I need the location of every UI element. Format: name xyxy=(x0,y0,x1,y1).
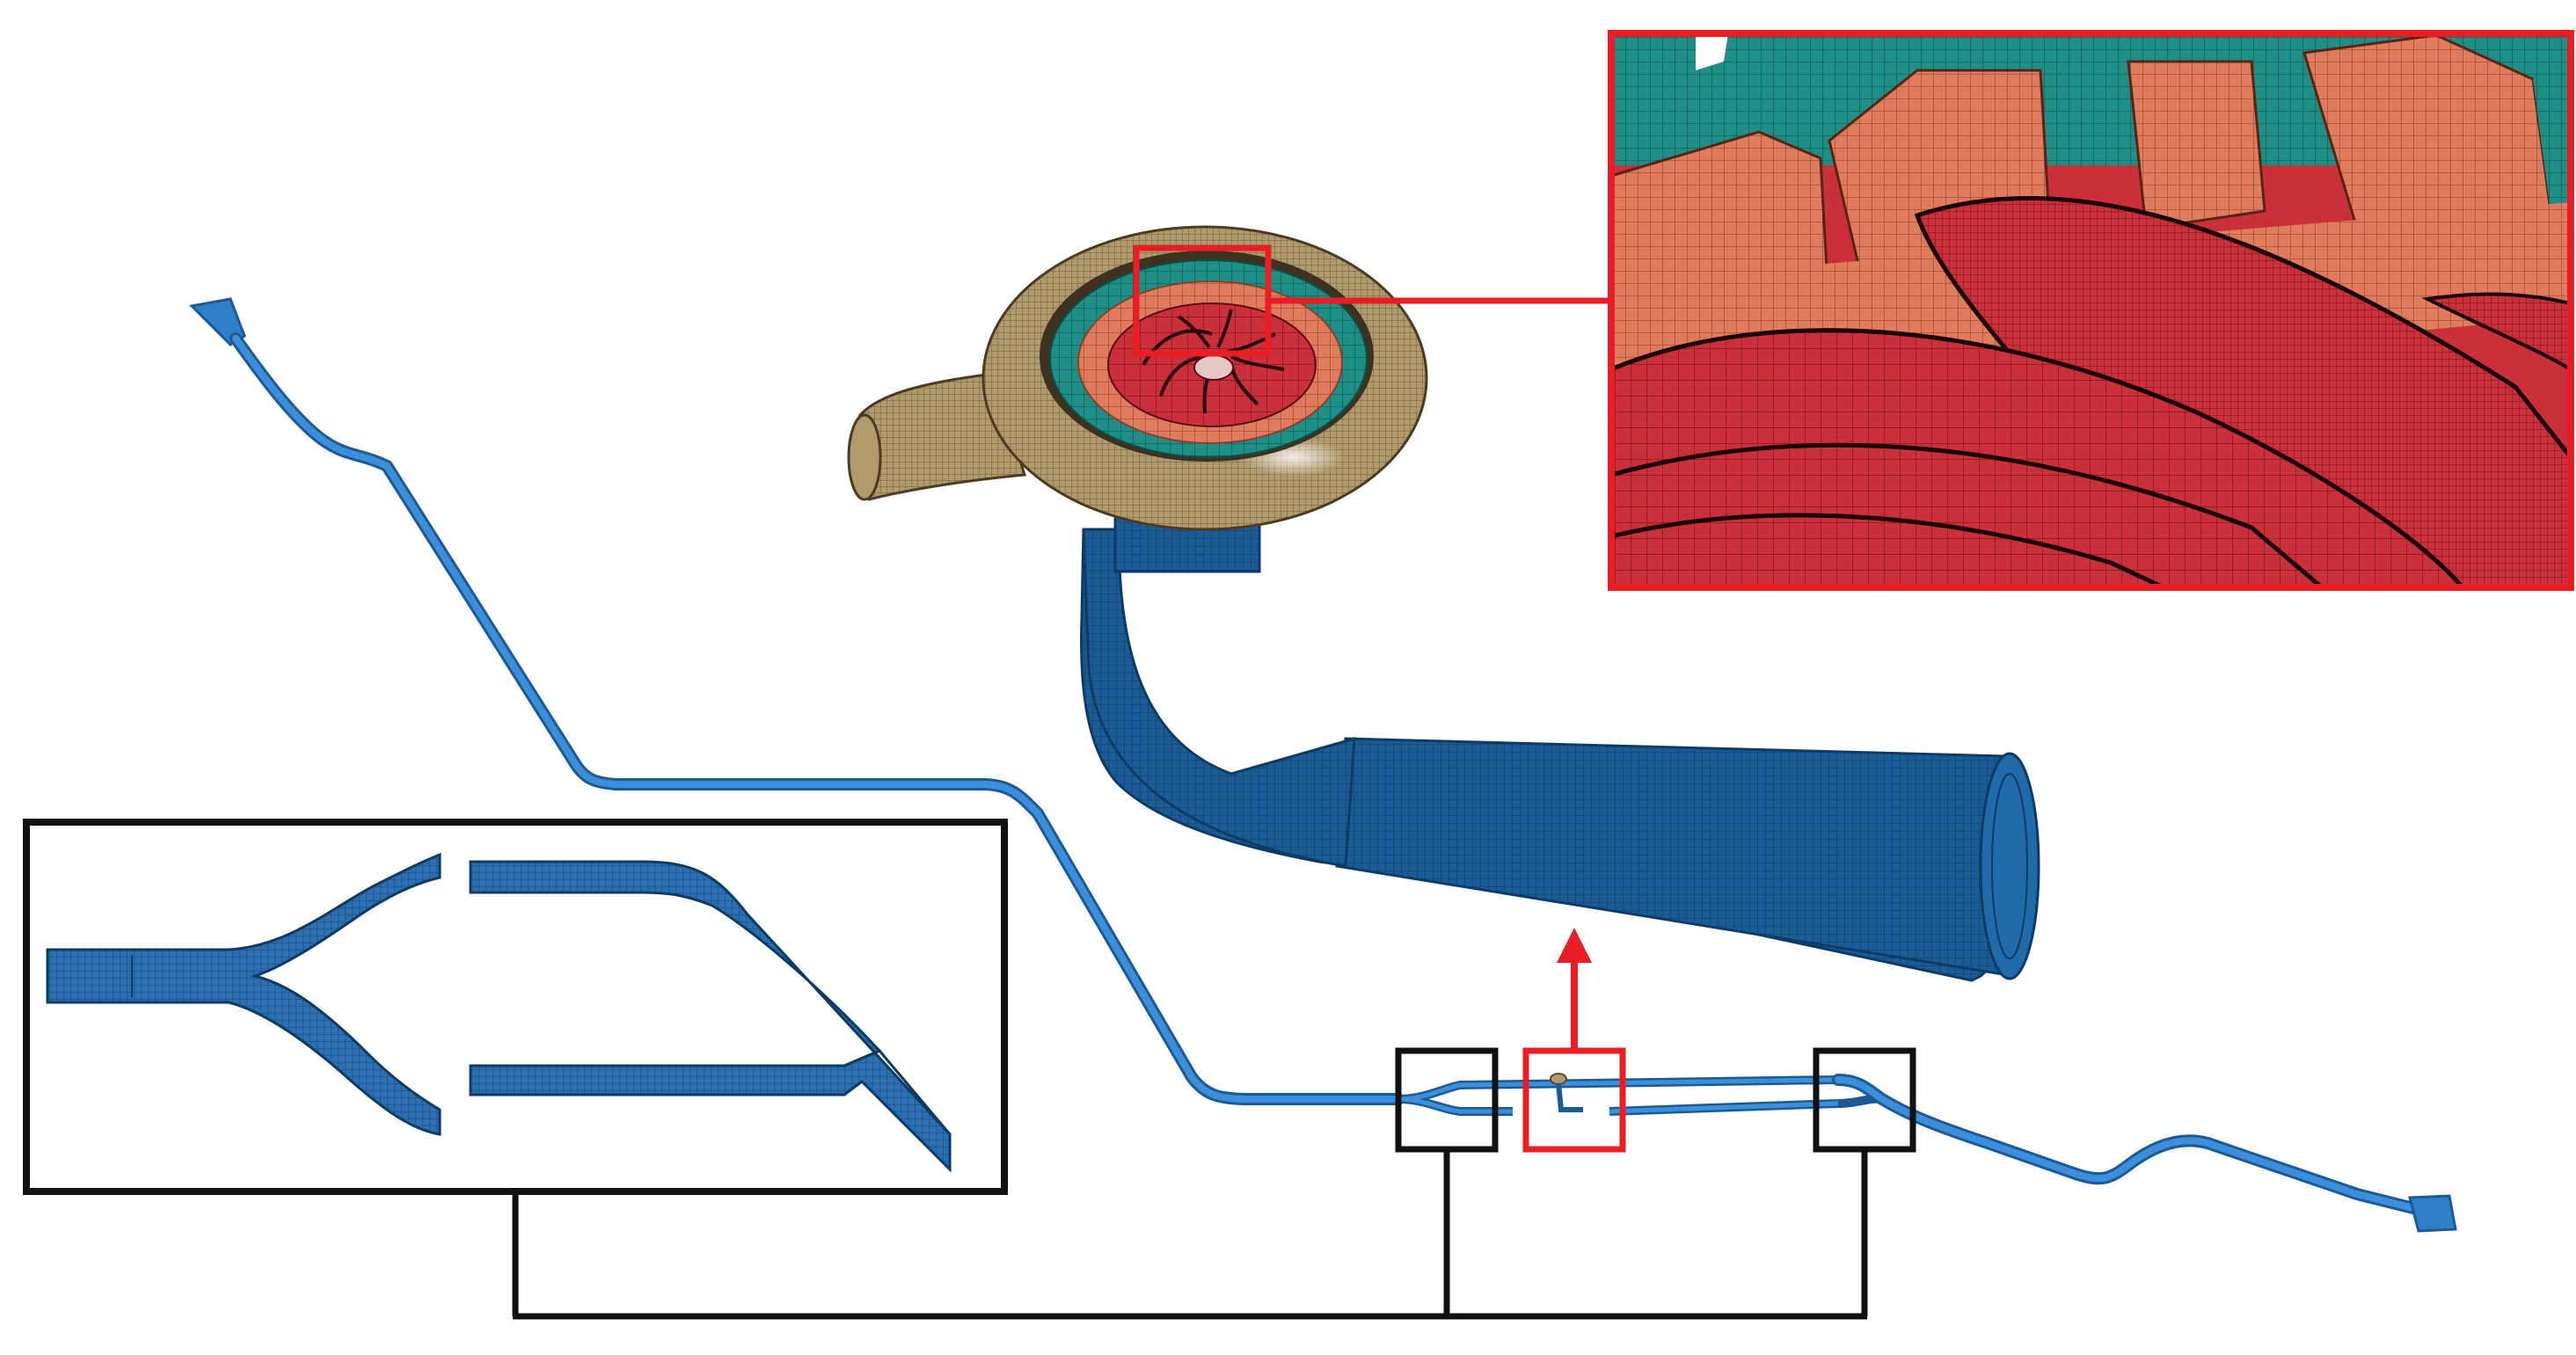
reservoir-inlet xyxy=(188,297,246,346)
zoom-frame xyxy=(1608,30,2574,591)
turbine-marker-box xyxy=(1522,1047,1626,1153)
penstock-pipeline xyxy=(188,297,2457,1233)
tailrace-outlet xyxy=(2408,1194,2457,1233)
pipe-junction-mesh-detail xyxy=(23,819,1008,1195)
turbine-miniature xyxy=(1550,1073,1567,1085)
draft-tube xyxy=(1079,491,2040,982)
bifurcation-junction xyxy=(46,852,441,1136)
callout-connectors xyxy=(512,928,1916,1320)
francis-turbine xyxy=(847,225,2040,982)
runner-and-guide-vane-mesh-detail xyxy=(1608,30,2574,591)
arrow-up-icon xyxy=(1557,928,1592,963)
confluence-junction xyxy=(469,860,952,1173)
